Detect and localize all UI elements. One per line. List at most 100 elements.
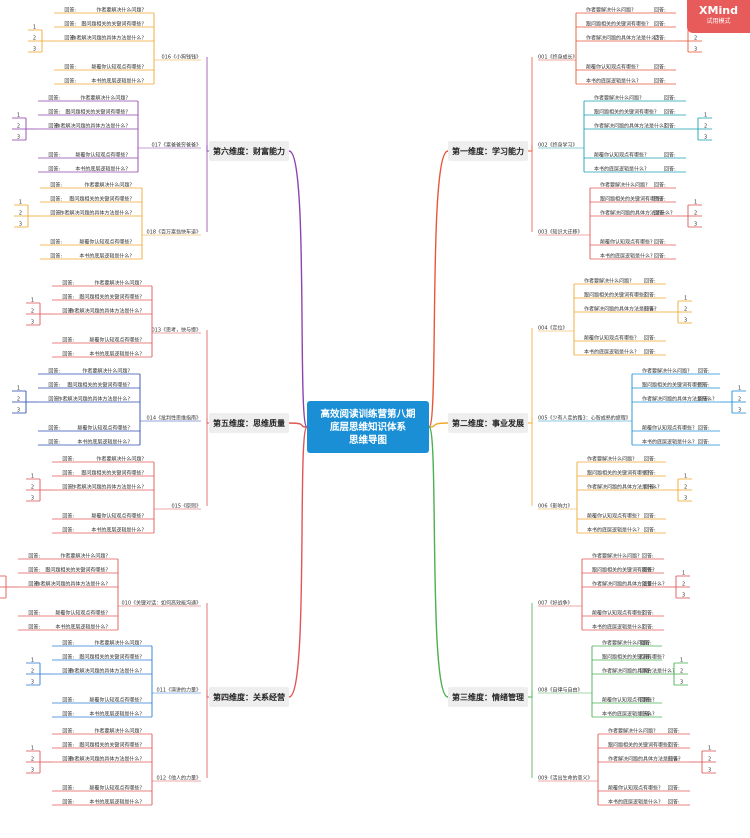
answer-label: 回答: xyxy=(654,78,666,85)
question-label: 作者要解决什么问题? xyxy=(600,182,648,189)
dimension-topic[interactable]: 第五维度：思维质量 xyxy=(209,413,289,433)
step-label: 3 xyxy=(31,320,34,326)
step-label: 1 xyxy=(17,386,20,392)
answer-label: 回答: xyxy=(644,527,656,534)
question-label: 作者解决问题的具体方法是什么? xyxy=(71,35,144,42)
question-label: 作者要解决什么问题? xyxy=(60,553,108,560)
answer-label: 回答: xyxy=(62,728,74,735)
book-connector-line xyxy=(206,330,209,424)
question-label: 跟问题相关的关键词有哪些? xyxy=(584,292,647,299)
answer-label: 回答: xyxy=(48,123,60,130)
book-connector-line xyxy=(528,145,533,152)
answer-label: 回答: xyxy=(698,439,710,446)
answer-label: 回答: xyxy=(654,21,666,28)
question-label: 作者解决问题的具体方法是什么? xyxy=(35,581,108,588)
step-label: 3 xyxy=(704,135,707,141)
book-connector-line xyxy=(528,418,533,424)
book-label: 003《知识大迁移》 xyxy=(538,229,583,236)
question-label: 颠覆你认知观点有哪些? xyxy=(600,239,653,246)
answer-label: 回答: xyxy=(64,35,76,42)
question-label: 作者解决问题的具体方法是什么? xyxy=(642,396,715,403)
answer-label: 回答: xyxy=(62,654,74,661)
answer-label: 回答: xyxy=(50,253,62,260)
step-label: 1 xyxy=(31,658,34,664)
question-label: 跟问题相关的关键词有哪些? xyxy=(81,21,144,28)
book-connector-line xyxy=(528,150,533,232)
step-label: 1 xyxy=(31,298,34,304)
step-label: 1 xyxy=(682,571,685,577)
book-label: 002《终身学习》 xyxy=(538,142,578,149)
answer-label: 回答: xyxy=(62,799,74,806)
answer-label: 回答: xyxy=(644,335,656,342)
step-label: 1 xyxy=(33,25,36,31)
step-label: 2 xyxy=(31,309,34,315)
question-label: 作者要解决什么问题? xyxy=(584,278,632,285)
answer-label: 回答: xyxy=(664,166,676,173)
answer-label: 回答: xyxy=(62,640,74,647)
step-label: 1 xyxy=(704,113,707,119)
main-branch-line xyxy=(428,422,449,428)
answer-label: 回答: xyxy=(698,368,710,375)
answer-label: 回答: xyxy=(48,425,60,432)
step-label: 2 xyxy=(694,211,697,217)
answer-label: 回答: xyxy=(48,152,60,159)
question-label: 颠覆你认知观点有哪些? xyxy=(79,239,132,246)
answer-label: 回答: xyxy=(654,239,666,246)
question-label: 本书的底层逻辑是什么? xyxy=(75,166,128,173)
question-label: 作者要解决什么问题? xyxy=(82,368,130,375)
dimension-topic[interactable]: 第四维度：关系经营 xyxy=(209,687,289,707)
step-label: 3 xyxy=(33,47,36,53)
dimension-topic[interactable]: 第三维度：情绪管理 xyxy=(448,687,528,707)
question-label: 作者要解决什么问题? xyxy=(94,728,142,735)
question-label: 跟问题相关的关键词有哪些? xyxy=(594,109,657,116)
question-label: 作者要解决什么问题? xyxy=(592,553,640,560)
answer-label: 回答: xyxy=(62,484,74,491)
step-label: 1 xyxy=(31,474,34,480)
question-label: 本书的底层逻辑是什么? xyxy=(602,711,655,718)
dimension-topic[interactable]: 第二维度：事业发展 xyxy=(448,413,528,433)
question-label: 跟问题相关的关键词有哪些? xyxy=(587,470,650,477)
central-topic[interactable]: 高效阅读训练营第八期 底层思维知识体系 思维导图 xyxy=(307,401,429,453)
answer-label: 回答: xyxy=(28,553,40,560)
dimension-topic[interactable]: 第六维度：财富能力 xyxy=(209,141,289,161)
step-label: 2 xyxy=(680,669,683,675)
question-label: 本书的底层逻辑是什么? xyxy=(89,711,142,718)
answer-label: 回答: xyxy=(644,306,656,313)
question-label: 作者解决问题的具体方法是什么? xyxy=(55,123,128,130)
question-label: 作者要解决什么问题? xyxy=(96,456,144,463)
question-label: 本书的底层逻辑是什么? xyxy=(586,78,639,85)
question-label: 颠覆你认知观点有哪些? xyxy=(642,425,695,432)
answer-label: 回答: xyxy=(62,513,74,520)
answer-label: 回答: xyxy=(698,396,710,403)
book-label: 007《好战争》 xyxy=(538,600,573,607)
question-label: 本书的底层逻辑是什么? xyxy=(79,253,132,260)
book-label: 004《定位》 xyxy=(538,325,568,332)
answer-label: 回答: xyxy=(62,697,74,704)
answer-label: 回答: xyxy=(50,210,62,217)
answer-label: 回答: xyxy=(644,484,656,491)
answer-label: 回答: xyxy=(642,553,654,560)
dimension-topic[interactable]: 第一维度：学习能力 xyxy=(448,141,528,161)
answer-label: 回答: xyxy=(644,292,656,299)
question-label: 颠覆你认知观点有哪些? xyxy=(75,152,128,159)
answer-label: 回答: xyxy=(644,513,656,520)
answer-label: 回答: xyxy=(48,368,60,375)
answer-label: 回答: xyxy=(654,210,666,217)
question-label: 跟问题相关的关键词有哪些? xyxy=(642,382,705,389)
book-connector-line xyxy=(528,690,533,698)
answer-label: 回答: xyxy=(664,95,676,102)
step-label: 3 xyxy=(17,135,20,141)
book-connector-line xyxy=(206,603,209,698)
question-label: 作者解决问题的具体方法是什么? xyxy=(71,484,144,491)
answer-label: 回答: xyxy=(654,7,666,14)
answer-label: 回答: xyxy=(642,567,654,574)
step-label: 3 xyxy=(738,408,741,414)
answer-label: 回答: xyxy=(698,382,710,389)
book-connector-line xyxy=(528,328,533,424)
question-label: 作者解决问题的具体方法是什么? xyxy=(600,210,673,217)
step-label: 3 xyxy=(694,222,697,228)
step-label: 2 xyxy=(738,397,741,403)
question-label: 作者解决问题的具体方法是什么? xyxy=(69,308,142,315)
main-branch-line xyxy=(428,150,449,428)
step-label: 1 xyxy=(738,386,741,392)
